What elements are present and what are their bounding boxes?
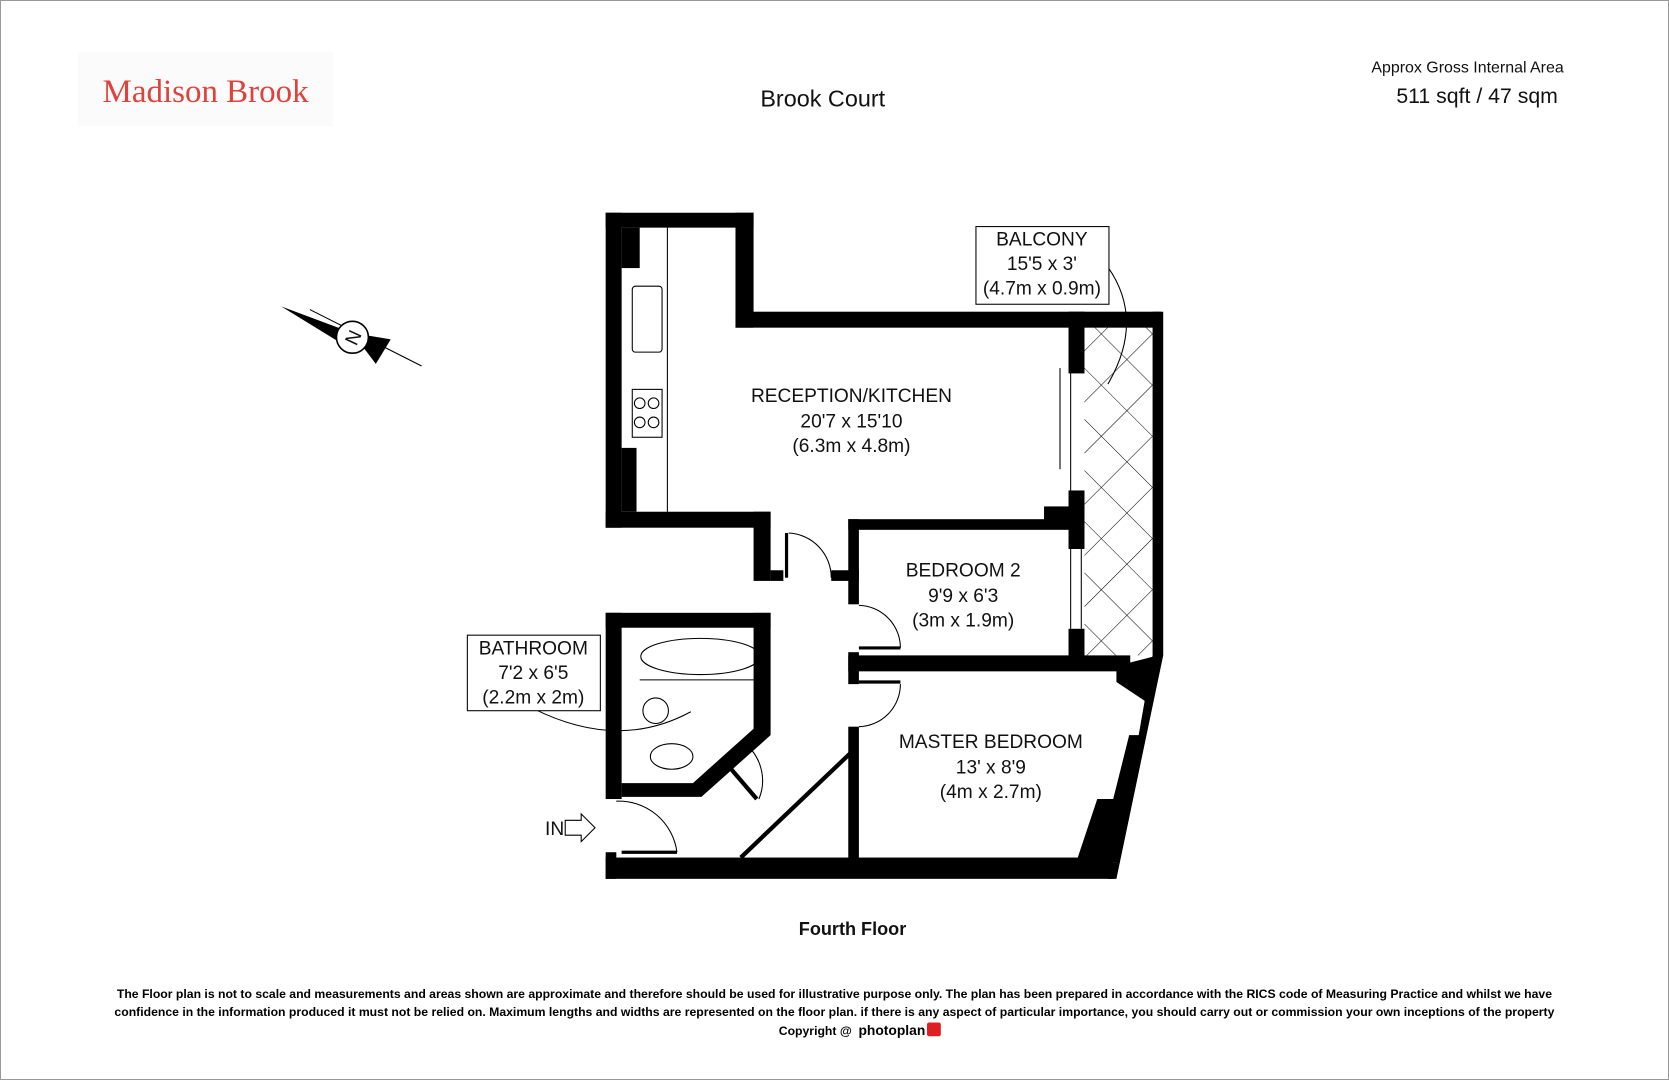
room-balcony: BALCONY 15'5 x 3' (4.7m x 0.9m): [975, 226, 1110, 305]
room-reception-kitchen: RECEPTION/KITCHEN 20'7 x 15'10 (6.3m x 4…: [751, 386, 952, 457]
brand-logo: Madison Brook: [103, 74, 310, 110]
room-name: RECEPTION/KITCHEN: [751, 386, 952, 407]
disclaimer-line-2: confidence in the information produced i…: [114, 1005, 1554, 1019]
balcony-area: [1084, 319, 1153, 656]
room-imperial: 9'9 x 6'3: [928, 586, 998, 607]
room-name: MASTER BEDROOM: [899, 732, 1083, 753]
disclaimer-line-1: The Floor plan is not to scale and measu…: [117, 987, 1552, 1001]
entrance-label: IN: [545, 819, 564, 840]
copyright-text: Copyright @: [779, 1024, 852, 1038]
bathroom-fixtures: [639, 637, 761, 770]
room-metric: (4.7m x 0.9m): [983, 279, 1101, 300]
north-compass-icon: N: [281, 306, 422, 367]
entrance-marker: IN: [545, 812, 596, 843]
property-title: Brook Court: [760, 85, 885, 111]
room-metric: (3m x 1.9m): [912, 611, 1014, 632]
floor-label: Fourth Floor: [799, 919, 906, 939]
room-name: BEDROOM 2: [906, 561, 1021, 582]
room-master-bedroom: MASTER BEDROOM 13' x 8'9 (4m x 2.7m): [899, 732, 1083, 803]
kitchen-worktop: [631, 227, 668, 512]
door-swings: [533, 266, 1128, 853]
entrance-arrow-icon: [564, 812, 596, 843]
logo-background: [77, 52, 334, 127]
photoplan-icon: [927, 1022, 941, 1037]
area-value: 511 sqft / 47 sqm: [1396, 84, 1558, 108]
room-metric: (6.3m x 4.8m): [792, 436, 910, 457]
room-imperial: 13' x 8'9: [956, 757, 1026, 778]
room-metric: (4m x 2.7m): [940, 782, 1042, 803]
room-name: BATHROOM: [479, 638, 588, 659]
photoplan-logo: photoplan: [858, 1022, 925, 1038]
walls: [605, 212, 1164, 879]
room-metric: (2.2m x 2m): [482, 687, 584, 708]
room-imperial: 20'7 x 15'10: [800, 412, 902, 433]
room-name: BALCONY: [996, 230, 1088, 251]
area-label: Approx Gross Internal Area: [1371, 59, 1564, 76]
room-imperial: 7'2 x 6'5: [498, 663, 568, 684]
room-bathroom: BATHROOM 7'2 x 6'5 (2.2m x 2m): [466, 634, 601, 712]
room-imperial: 15'5 x 3': [1007, 254, 1077, 275]
room-bedroom-2: BEDROOM 2 9'9 x 6'3 (3m x 1.9m): [906, 561, 1021, 632]
